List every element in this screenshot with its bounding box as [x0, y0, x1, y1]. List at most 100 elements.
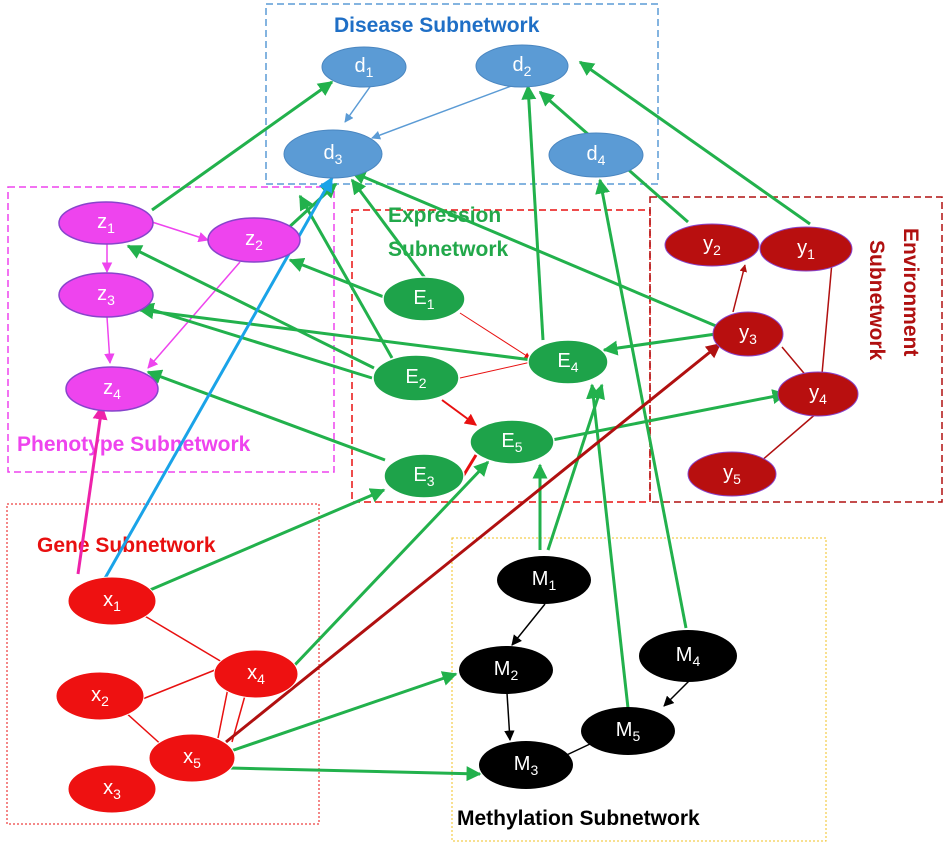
node-x2: x2: [55, 671, 145, 721]
edge-M4-d4: [595, 178, 688, 629]
node-y2: y2: [664, 223, 760, 267]
edge-M4-M5: [663, 679, 691, 707]
edge-x5-y3: [225, 342, 722, 744]
node-z2: z2: [207, 217, 301, 263]
svg-text:z3: z3: [97, 283, 115, 307]
node-d3: d3: [283, 129, 383, 179]
edge-z1-d1: [151, 80, 334, 212]
svg-text:x3: x3: [103, 777, 121, 801]
svg-text:E3: E3: [413, 464, 434, 488]
node-y1: y1: [759, 226, 853, 272]
edge-E1-E4: [459, 312, 531, 359]
edge-E2-z3: [138, 302, 373, 380]
svg-text:d3: d3: [324, 142, 343, 166]
node-M5: M5: [581, 707, 675, 755]
edge-M1-E4: [546, 383, 605, 551]
svg-text:E4: E4: [557, 350, 578, 374]
node-z4: z4: [65, 366, 159, 412]
edge-E3-z4: [146, 369, 386, 462]
node-x3: x3: [67, 764, 157, 814]
node-d1: d1: [321, 46, 407, 88]
node-x4: x4: [213, 649, 299, 699]
node-y5: y5: [687, 451, 777, 497]
node-E2: E2: [372, 354, 460, 402]
svg-text:x4: x4: [247, 662, 265, 686]
edge-M5-E4: [586, 383, 630, 709]
phenotype-subnetwork-box: [7, 186, 335, 473]
node-E5: E5: [469, 419, 555, 465]
edge-z2-d3: [284, 182, 338, 232]
svg-text:M5: M5: [616, 719, 641, 743]
edge-y1-y4: [821, 261, 833, 375]
svg-text:x5: x5: [183, 746, 201, 770]
gene-subnetwork-box: [6, 503, 320, 825]
edge-E2-E5: [441, 399, 477, 426]
svg-text:d4: d4: [587, 143, 606, 167]
node-M1: M1: [497, 556, 591, 604]
edge-d1-d3: [344, 83, 373, 123]
nodes: d1 d2 d3 d4 z1 z2 z3 z4: [55, 44, 859, 814]
edge-x4-x5: [217, 687, 229, 739]
edge-x2-x5: [124, 711, 166, 749]
edge-z1-z2: [151, 221, 209, 243]
edge-E1-d3: [350, 178, 427, 279]
node-d2: d2: [475, 44, 569, 88]
disease-subnetwork-title: Disease Subnetwork: [334, 14, 540, 37]
svg-text:z2: z2: [245, 228, 263, 252]
svg-text:z1: z1: [97, 211, 115, 235]
expression-subnetwork-title: Expression: [388, 204, 501, 227]
edge-E4-z3: [138, 304, 533, 362]
node-x1: x1: [67, 576, 157, 626]
edge-E2-d3: [298, 194, 394, 359]
edge-y3-E4: [602, 332, 717, 356]
node-z3: z3: [58, 272, 154, 318]
edge-y1-d2: [578, 60, 811, 226]
edge-E2-E4: [459, 359, 541, 379]
node-y3: y3: [712, 311, 784, 357]
edge-x2-x4: [139, 667, 221, 701]
svg-text:E1: E1: [413, 287, 434, 311]
svg-text:y1: y1: [797, 237, 815, 261]
edge-x5-M3: [229, 766, 482, 782]
edge-x1-z4: [76, 404, 108, 575]
svg-text:y3: y3: [739, 322, 757, 346]
node-E3: E3: [383, 453, 465, 499]
edge-E4-d2: [521, 84, 545, 341]
environment-subnetwork-box: [649, 196, 943, 503]
node-M2: M2: [459, 646, 553, 694]
svg-text:M3: M3: [514, 753, 539, 777]
environment-subnetwork-title-line2: Subnetwork: [865, 240, 888, 360]
edge-E1-z2: [288, 257, 385, 299]
node-x5: x5: [148, 733, 236, 783]
svg-text:y2: y2: [703, 233, 721, 257]
svg-text:y5: y5: [723, 462, 741, 486]
svg-text:E2: E2: [405, 366, 426, 390]
svg-text:d2: d2: [513, 54, 532, 78]
edge-y3-y2: [732, 264, 747, 313]
node-z1: z1: [58, 201, 154, 245]
edges: [76, 60, 833, 782]
methylation-subnetwork-box: [451, 537, 827, 842]
edge-d2-d3: [371, 84, 515, 140]
node-d4: d4: [548, 132, 644, 178]
edge-x5-M2: [227, 671, 458, 754]
svg-text:x2: x2: [91, 684, 109, 708]
svg-text:y4: y4: [809, 382, 827, 406]
environment-subnetwork-title: Environment: [899, 228, 922, 356]
svg-text:M2: M2: [494, 658, 519, 682]
edge-x1-E3: [149, 488, 386, 592]
edge-M1-M2: [511, 603, 546, 646]
edge-E2-z1: [126, 244, 375, 370]
edge-z2-z4: [147, 261, 241, 369]
svg-text:M1: M1: [532, 568, 557, 592]
edge-x4-E5: [288, 460, 490, 672]
edge-y3-d3: [350, 170, 717, 328]
svg-text:z4: z4: [103, 377, 121, 401]
svg-text:d1: d1: [355, 55, 374, 79]
svg-text:E5: E5: [501, 430, 522, 454]
edge-z3-z4: [104, 316, 115, 365]
edge-E5-y4: [551, 389, 788, 442]
edge-y3-y4: [781, 346, 809, 379]
node-E4: E4: [527, 339, 609, 385]
